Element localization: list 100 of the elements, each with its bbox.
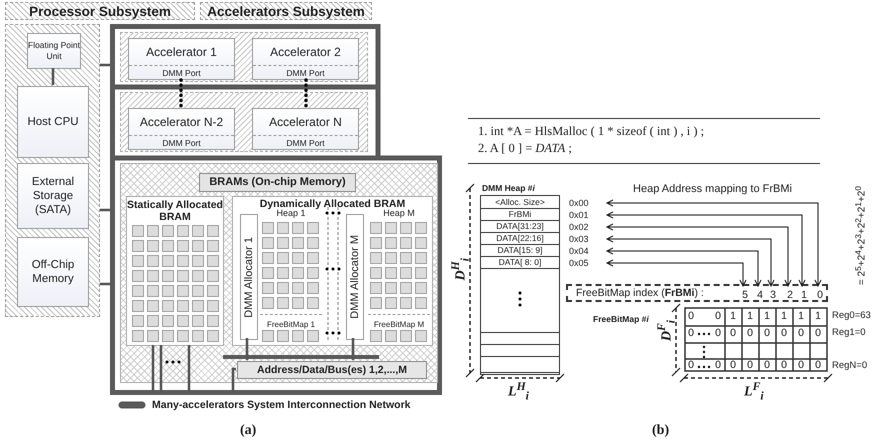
unit-box [17,237,89,307]
table-cell-value: 0 [814,358,822,372]
heading-band [200,2,372,20]
bitmap-block [260,319,322,343]
node-label: Accelerator N-2 [138,114,224,131]
table-cell-value: 1 [729,309,737,324]
address-label: 0x01 [569,209,589,221]
node-label: External Storage (SATA) [30,175,76,217]
port-label: DMM Port [129,135,234,149]
section-heading: BRAMs (On-chip Memory) [199,173,356,192]
panel-caption: (b) [652,423,670,439]
memory-block [126,196,224,346]
register-label: RegN=0 [832,359,868,372]
table-cell-value: 0 [714,358,722,372]
table-cell-value: 0 [746,326,754,341]
subsystem-panel [5,24,100,317]
node-label: Floating Point Unit [28,40,80,62]
connector-line [304,78,308,110]
unit-box [27,33,81,69]
table-cell-value: 0 [814,326,822,341]
accelerator-box [128,108,235,150]
arrow [606,259,747,287]
node-label: Host CPU [27,115,79,129]
node-label: Address/Data/Bus(es) 1,2,...,M [257,364,407,376]
table-cell-value: 0 [729,326,737,341]
port-label: DMM Port [253,65,358,79]
table-cell-value: 0 [687,358,695,372]
panel-caption: (a) [240,423,256,439]
index-box [566,284,828,302]
unit-box [17,163,89,229]
index-digit: 0 [815,288,825,302]
heap-cell: DATA[31:23] [481,221,559,233]
connector-line [188,345,190,392]
table-cell-value: 1 [763,309,771,324]
code-line: 1. int *A = HlsMalloc ( 1 * sizeof ( int ) , i ) ; [478,124,704,139]
index-digit: 4 [755,288,765,302]
node-label: Off-Chip Memory [30,258,76,286]
table-cell-value: 0 [746,358,754,372]
code-line: 2. A [ 0 ] = DATA ; [478,141,572,156]
accelerator-box [252,108,359,150]
heap-cell: FrBMi [481,209,559,221]
bitmap-block [368,319,430,343]
connector-line [152,345,154,392]
arrow [606,211,806,287]
table-cell-value: 0 [714,309,722,324]
arrow [606,247,762,287]
section-heading: Accelerators Subsystem [207,4,365,18]
connector-line [100,208,110,212]
block-label: Heap 1 [276,208,306,219]
heap-cell: DATA[22:16] [481,233,559,245]
accelerator-box [252,38,359,80]
block-label: FreeBitMap 1 [266,320,316,330]
address-label: 0x04 [569,245,589,257]
block-heading: Statically Allocated BRAM [127,199,223,223]
connector-line [160,345,162,392]
table-cell-value: 0 [797,326,805,341]
table-cell-value: 0 [797,358,805,372]
table-cell-value: 1 [780,309,788,324]
table-cell-value: 0 [687,309,695,324]
node-label: Accelerator 1 [145,44,218,61]
index-digit: 1 [799,288,809,302]
table-cell-value: 0 [763,326,771,341]
node-label: DMM Allocator 1 [243,236,255,318]
arrow [606,235,775,287]
node-label: Accelerator N [268,114,343,131]
table-cell-value: 0 [780,358,788,372]
table-cell-value: 0 [687,326,695,341]
connector-line [179,78,183,110]
index-digit: 5 [740,288,750,302]
arrow [606,199,822,287]
edge-label: Heap Address mapping to FrBMi [631,183,794,195]
table-cell-value: 0 [729,358,737,372]
node-label: DMM Allocator M [349,235,361,319]
connector-line [352,338,354,360]
index-digit: 3 [768,288,778,302]
node-label: Accelerator 2 [269,44,342,61]
interconnection-network-frame [110,24,442,395]
heading-band [5,2,195,20]
port-label: DMM Port [129,65,234,79]
bus-box [237,361,427,379]
heap-cell: DATA[ 8: 0] [481,257,559,269]
table-cell-value: 1 [814,309,822,324]
block-label: FreeBitMap M [372,320,426,330]
connector-line [100,64,110,66]
table-cell-value: 0 [763,358,771,372]
heap-block [368,207,430,315]
table-cell-value: 1 [746,309,754,324]
connector-line [232,368,236,392]
table-cell-value: 1 [797,309,805,324]
register-label: Reg1=0 [832,326,866,339]
allocator-box [346,214,364,340]
address-label: 0x02 [569,221,589,233]
connector-line [246,338,248,360]
allocator-box [240,214,258,340]
memory-block [232,196,433,346]
port-label: DMM Port [253,135,358,149]
index-digit: 2 [785,288,795,302]
heap-cell: DATA[15: 9] [481,245,559,257]
block-heading: Dynamically Allocated BRAM [258,198,406,210]
section-heading: Processor Subsystem [29,4,171,18]
